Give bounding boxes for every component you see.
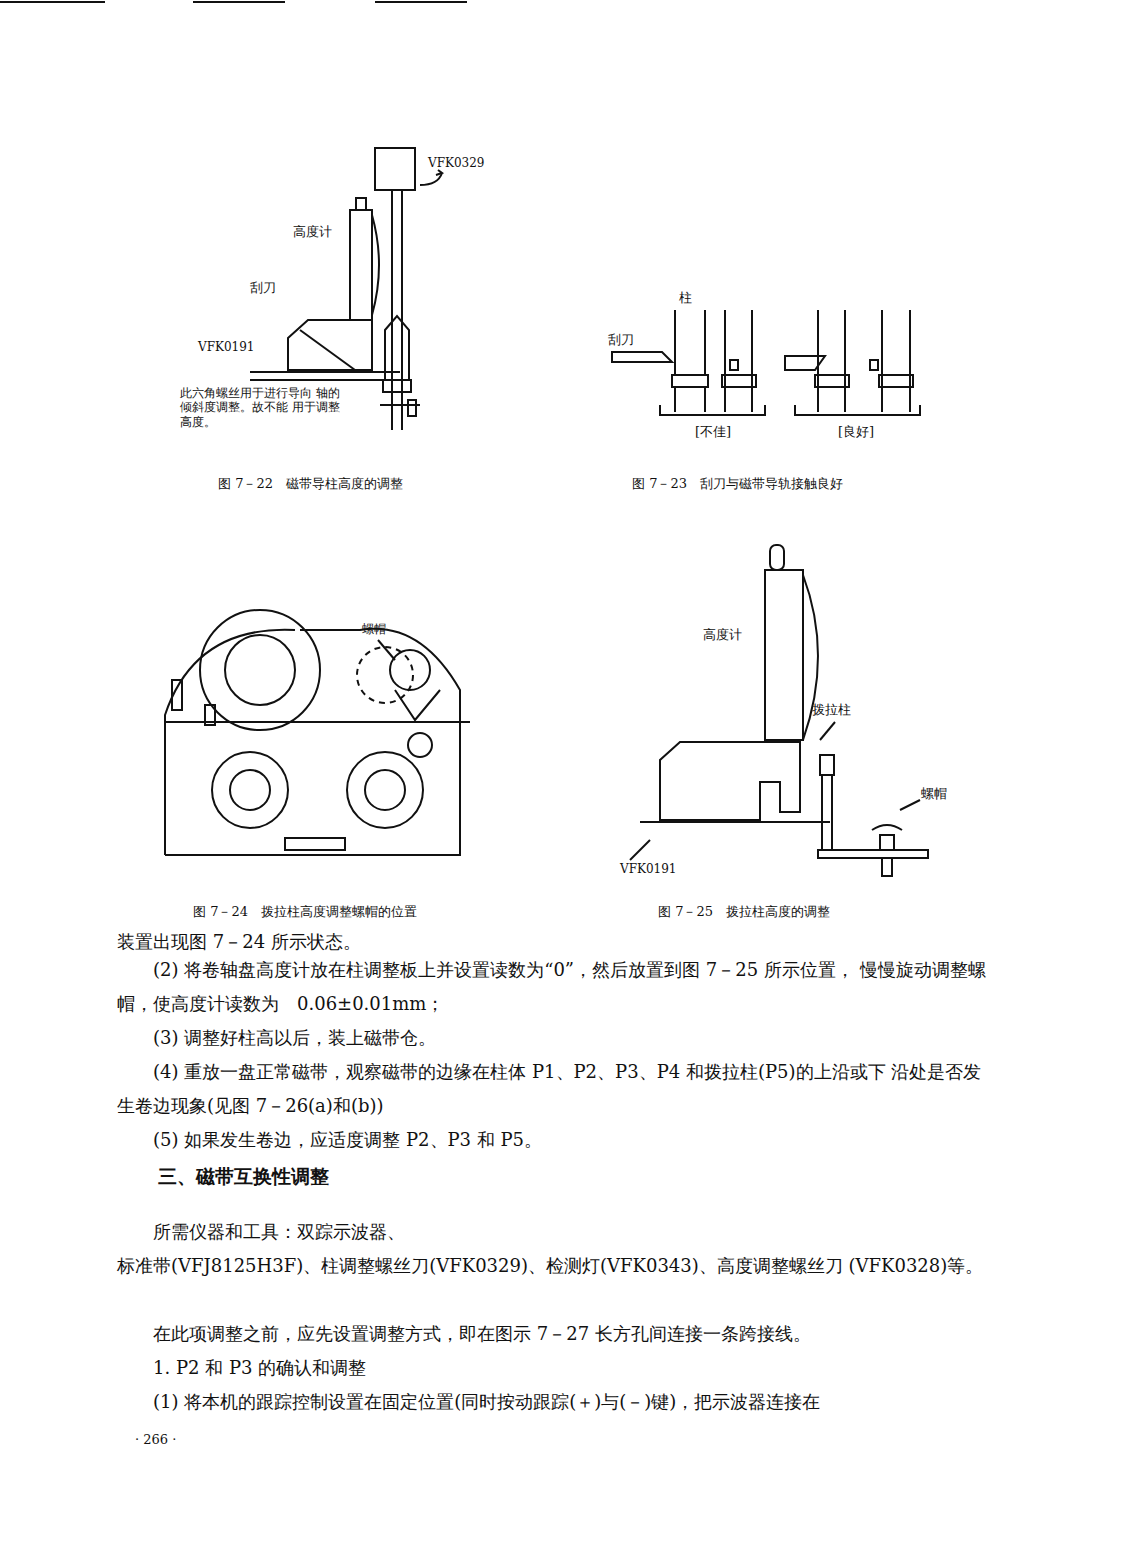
note: 此六角螺丝用于进行导向 轴的倾斜度调整。故不能 用于调整高度。	[180, 386, 345, 429]
part-code: VFK0329	[428, 156, 518, 170]
part-name: 高度计	[293, 224, 343, 240]
part-name: 刮刀	[250, 280, 290, 296]
part-code: VFK0191	[198, 340, 278, 354]
paragraph: 装置出现图 7－24 所示状态。	[117, 925, 987, 959]
paragraph: (1) 将本机的跟踪控制设置在固定位置(同时按动跟踪(＋)与(－)键)，把示波器…	[117, 1385, 987, 1419]
paragraph: (4) 重放一盘正常磁带，观察磁带的边缘在柱体 P1、P2、P3、P4 和拨拉柱…	[117, 1055, 987, 1123]
paragraph: (2) 将卷轴盘高度计放在柱调整板上并设置读数为“0”，然后放置到图 7－25 …	[117, 953, 987, 1021]
part-name: 螺帽	[921, 786, 961, 802]
subheading: 1. P2 和 P3 的确认和调整	[117, 1351, 987, 1385]
part-name: 高度计	[703, 627, 753, 643]
paragraph: 在此项调整之前，应先设置调整方式，即在图示 7－27 长方孔间连接一条跨接线。	[117, 1317, 987, 1351]
part-name: 螺帽	[362, 622, 402, 636]
paragraph: 所需仪器和工具：双踪示波器、	[117, 1215, 987, 1249]
state-label: [不佳]	[695, 424, 755, 440]
paragraph: (5) 如果发生卷边，应适度调整 P2、P3 和 P5。	[117, 1123, 987, 1157]
part-name: 柱	[679, 290, 699, 306]
figure-caption: 图 7－22 磁带导柱高度的调整	[218, 476, 478, 492]
paragraph: (3) 调整好柱高以后，装上磁带仓。	[117, 1021, 987, 1055]
figure-caption: 图 7－24 拨拉柱高度调整螺帽的位置	[193, 904, 493, 920]
part-code: VFK0191	[620, 862, 700, 876]
section-heading: 三、磁带互换性调整	[158, 1165, 558, 1188]
figure-caption: 图 7－23 刮刀与磁带导轨接触良好	[632, 476, 932, 492]
part-name: 拨拉柱	[812, 702, 872, 718]
page-number: · 266 ·	[135, 1432, 225, 1448]
figure-caption: 图 7－25 拨拉柱高度的调整	[658, 904, 918, 920]
state-label: [良好]	[838, 424, 898, 440]
part-name: 刮刀	[608, 332, 648, 348]
paragraph: 标准带(VFJ8125H3F)、柱调整螺丝刀(VFK0329)、检测灯(VFK0…	[117, 1249, 987, 1283]
